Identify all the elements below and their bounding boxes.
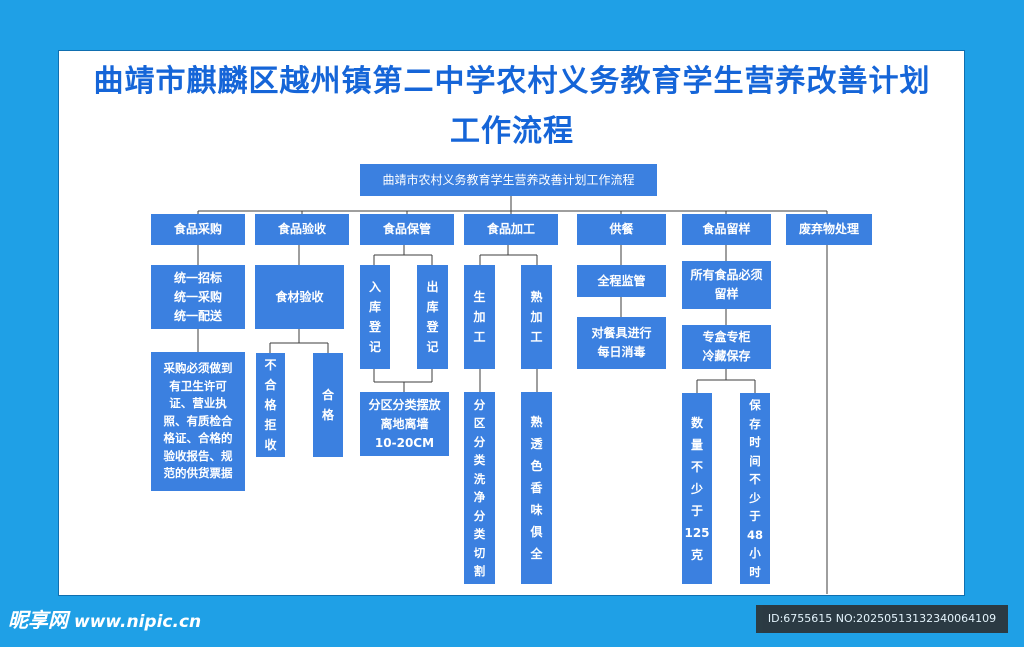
supply-step1: 全程监管 (577, 265, 666, 297)
sample-step2: 专盒专柜 冷藏保存 (682, 325, 771, 369)
sample-quantity: 数 量 不 少 于 125 克 (682, 393, 712, 584)
site-logo: 昵享网 www.nipic.cn (8, 606, 201, 636)
header-acceptance: 食品验收 (255, 214, 349, 245)
processing-raw: 生 加 工 (464, 265, 495, 369)
header-processing: 食品加工 (464, 214, 558, 245)
logo-text: 昵享网 (8, 608, 68, 632)
processing-raw-note: 分 区 分 类 洗 净 分 类 切 割 (464, 392, 495, 584)
supply-step2: 对餐具进行 每日消毒 (577, 317, 666, 369)
procurement-step1: 统一招标 统一采购 统一配送 (151, 265, 245, 329)
storage-in: 入 库 登 记 (360, 265, 390, 369)
image-id-badge: ID:6755615 NO:20250513132340064109 (756, 605, 1008, 633)
acceptance-step1: 食材验收 (255, 265, 344, 329)
sample-time: 保 存 时 间 不 少 于 48 小 时 (740, 393, 770, 584)
header-sample: 食品留样 (682, 214, 771, 245)
storage-note: 分区分类摆放 离地离墙 10-20CM (360, 392, 449, 456)
sample-step1: 所有食品必须 留样 (682, 261, 771, 309)
storage-out: 出 库 登 记 (417, 265, 448, 369)
header-supply: 供餐 (577, 214, 666, 245)
acceptance-pass: 合 格 (313, 353, 343, 457)
procurement-step2: 采购必须做到 有卫生许可 证、营业执 照、有质检合 格证、合格的 验收报告、规 … (151, 352, 245, 491)
logo-url: www.nipic.cn (74, 612, 202, 632)
header-storage: 食品保管 (360, 214, 454, 245)
acceptance-reject: 不 合 格 拒 收 (256, 353, 285, 457)
processing-cooked: 熟 加 工 (521, 265, 552, 369)
header-waste: 废弃物处理 (786, 214, 872, 245)
processing-cooked-note: 熟 透 色 香 味 俱 全 (521, 392, 552, 584)
page-title: 曲靖市麒麟区越州镇第二中学农村义务教育学生营养改善计划 (93, 64, 931, 99)
page-subtitle: 工作流程 (450, 114, 574, 149)
header-procurement: 食品采购 (151, 214, 245, 245)
root-box: 曲靖市农村义务教育学生营养改善计划工作流程 (360, 164, 657, 196)
